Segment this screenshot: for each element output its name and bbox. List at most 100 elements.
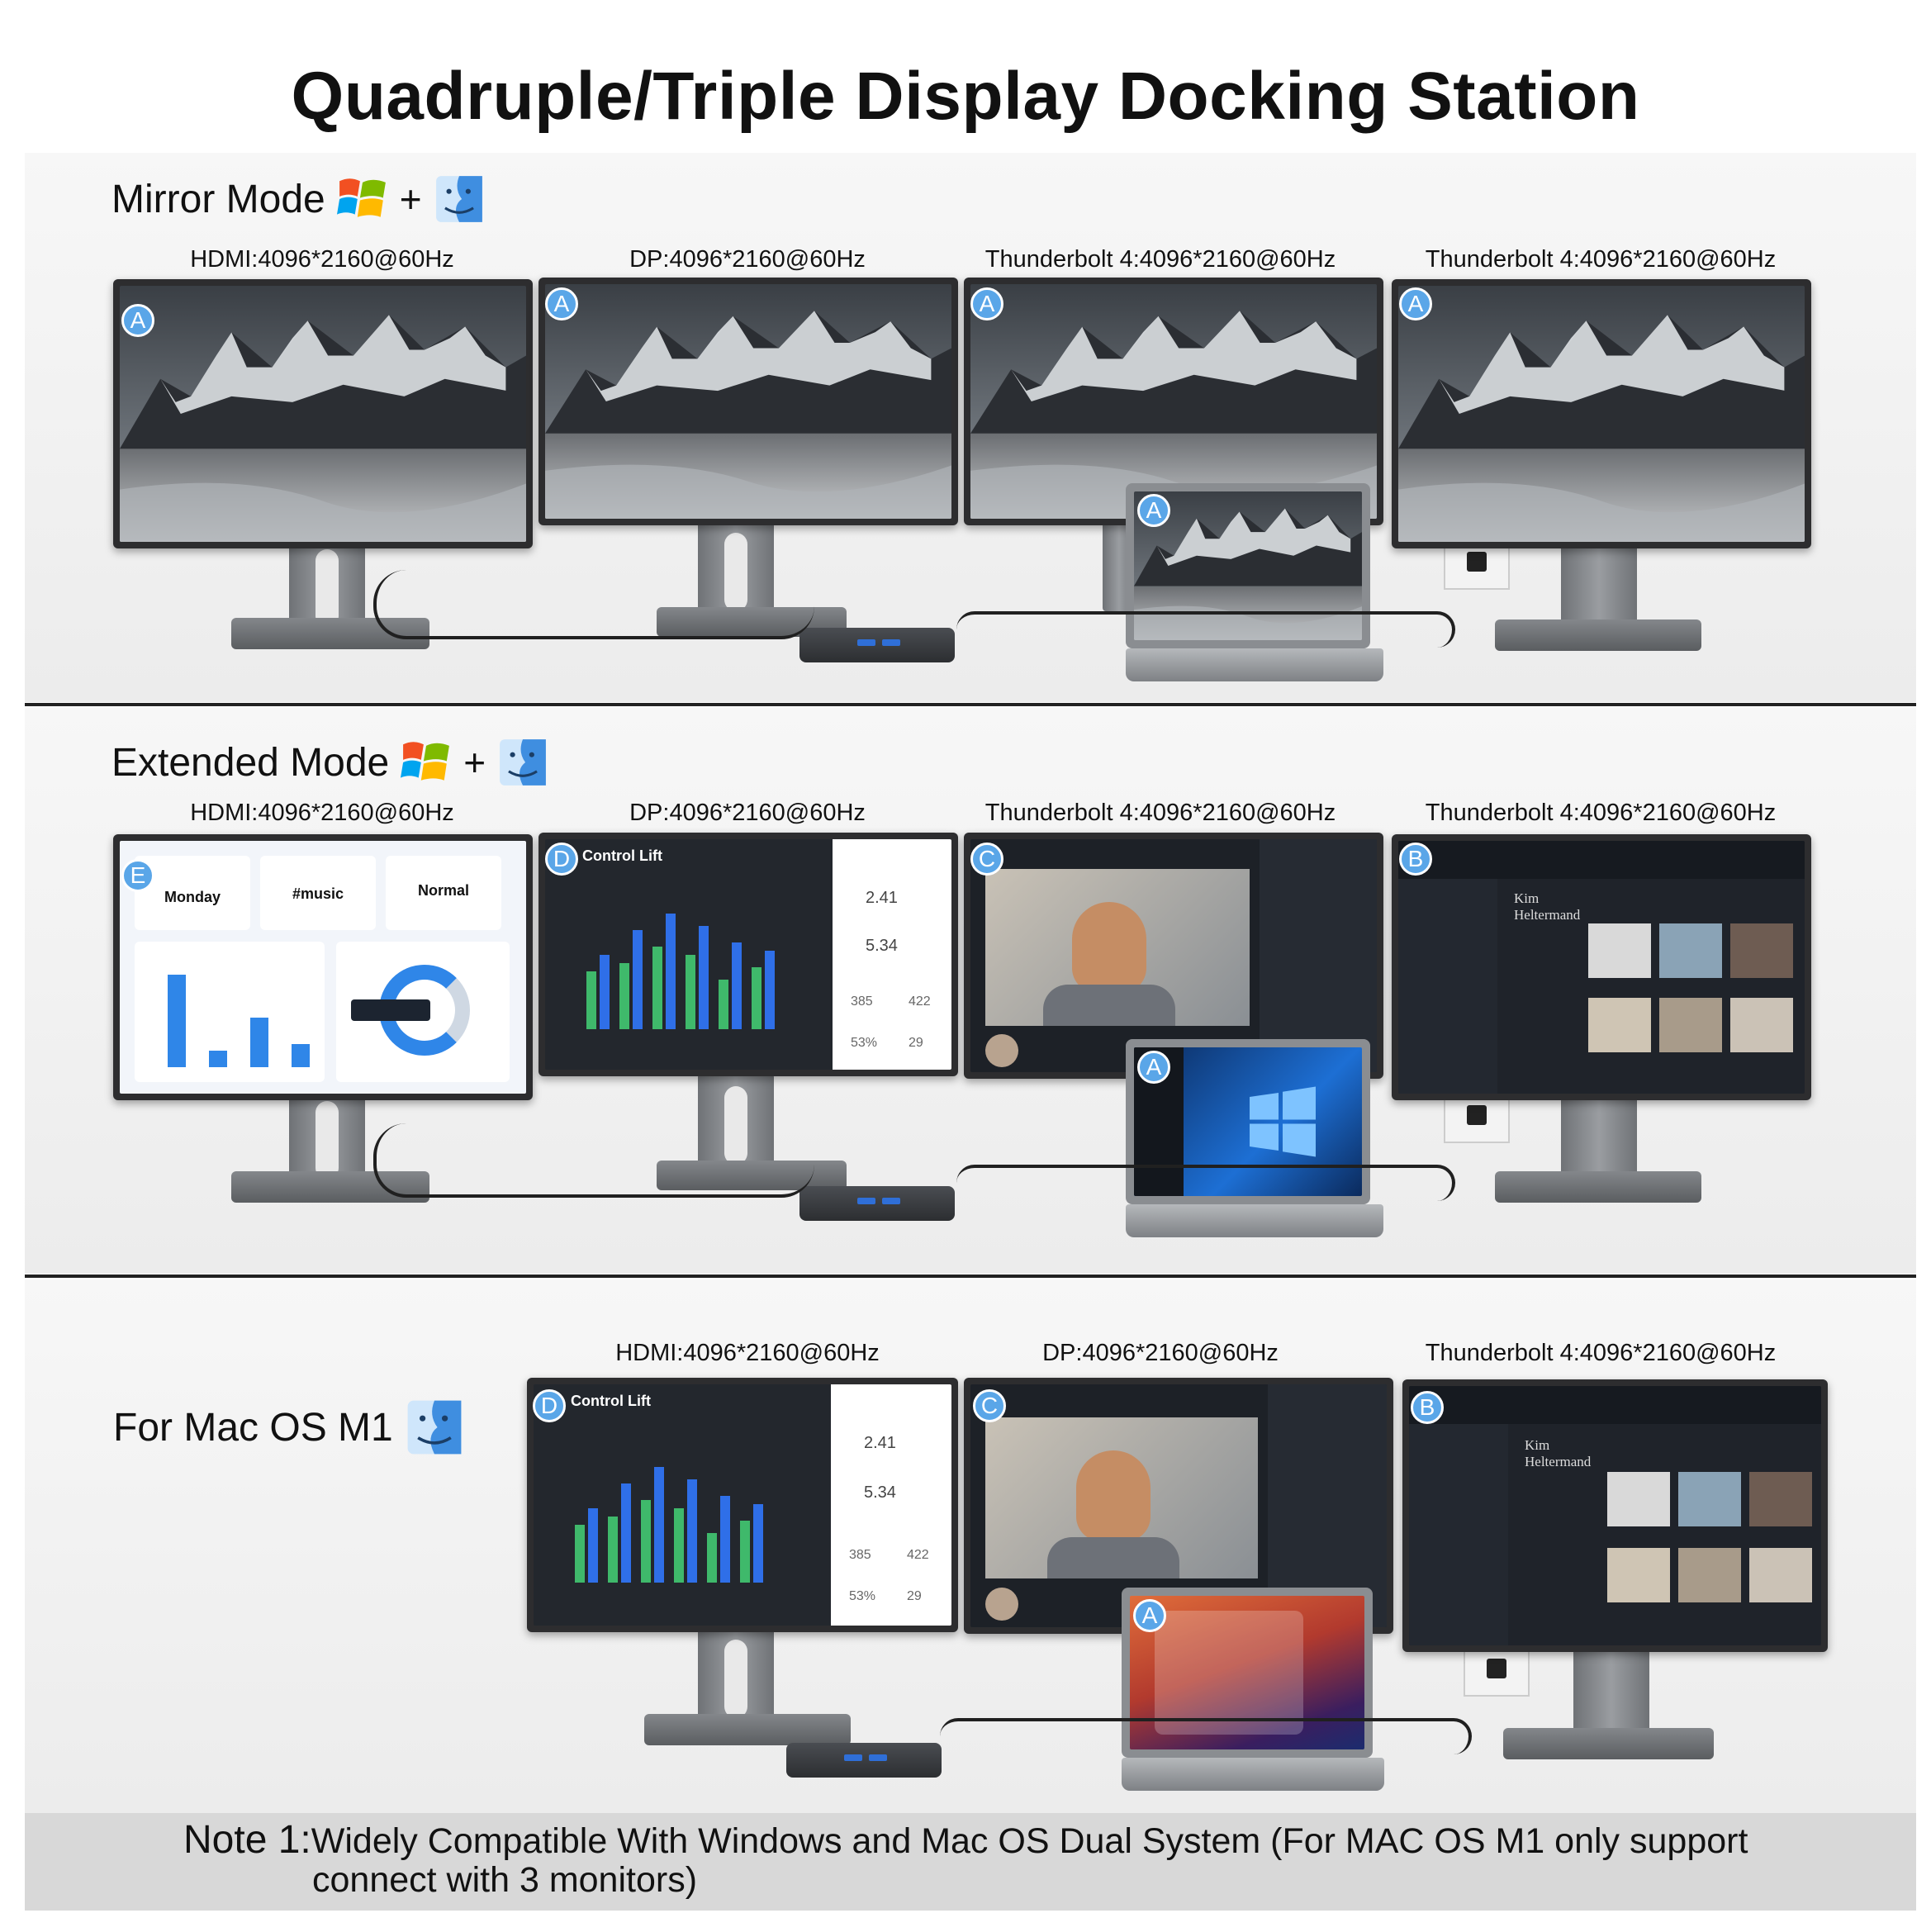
display-badge: B [1399,843,1432,876]
port-label-dp: DP:4096*2160@60Hz [629,246,866,273]
usb-port [857,639,875,646]
photo-thumbnail [1749,1548,1812,1602]
laptop-screen [1122,1588,1373,1758]
monitor-hdmi: Monday #music Normal [113,834,533,1100]
mountain-wallpaper [120,286,526,542]
stat-count: 422 [907,1548,929,1562]
dashboard-card: #music [260,856,376,930]
port-label-thunderbolt-1: Thunderbolt 4:4096*2160@60Hz [984,800,1336,826]
monitor-thunderbolt-2 [1392,279,1811,548]
person-shirt [1047,1537,1179,1578]
chart-bar [168,975,186,1067]
photo-thumbnail [1678,1472,1741,1526]
mac-finder-icon [405,1398,464,1457]
mac-os-label: For Mac OS M1 [113,1405,393,1450]
stat-count: 385 [851,994,873,1009]
photo-thumbnail [1659,923,1722,978]
cable [373,1123,814,1198]
mac-os-heading: For Mac OS M1 [113,1398,464,1457]
photo-thumbnail [1659,998,1722,1052]
tooltip [351,999,430,1021]
cable [956,611,1455,648]
laptop-keyboard [1126,1204,1383,1237]
display-badge: C [970,843,1003,876]
port-label-hdmi: HDMI:4096*2160@60Hz [615,1340,880,1366]
monitor-thunderbolt: Kim Heltermand [1402,1379,1828,1652]
port-label-dp: DP:4096*2160@60Hz [1042,1340,1279,1366]
monitor-dp [538,278,958,525]
windows-logo-icon [1250,1086,1316,1157]
mirror-mode-heading: Mirror Mode + [111,173,485,225]
photo-thumbnail [1607,1472,1670,1526]
port-label-hdmi: HDMI:4096*2160@60Hz [190,246,454,273]
plus-sign: + [463,741,486,784]
display-badge: D [545,843,578,876]
stat-value: 5.34 [866,937,898,955]
stat-count: 385 [849,1548,871,1562]
photo-thumbnail [1678,1548,1741,1602]
extended-mode-label: Extended Mode [111,740,390,785]
stat-value: 5.34 [864,1483,896,1502]
note-line-1: Widely Compatible With Windows and Mac O… [311,1821,1748,1861]
windows-logo-icon [337,173,388,225]
laptop-keyboard [1126,648,1383,681]
stat-count: 422 [909,994,931,1009]
page-title: Quadruple/Triple Display Docking Station [291,59,1640,134]
port-label-thunderbolt-2: Thunderbolt 4:4096*2160@60Hz [1425,800,1777,826]
docking-station [799,1186,955,1221]
cable [373,570,814,639]
person-face [1072,902,1146,993]
mountain-wallpaper [545,284,951,519]
app-title: Control Lift [582,847,662,864]
bar-chart-panel [135,942,325,1082]
usb-port [882,1198,900,1204]
cable [956,1165,1455,1201]
monitor-hdmi: Control Lift 2.41 5.34 385 422 53% 29 [527,1378,958,1632]
photo-thumbnail [1588,998,1651,1052]
stand-base [1495,1171,1701,1203]
avatar [985,1588,1018,1621]
video-feed [985,1417,1258,1578]
display-badge: A [1137,1051,1170,1084]
video-feed [985,869,1250,1026]
power-plug-icon [1467,552,1487,572]
stand-cable-hole [724,533,747,611]
docking-station [799,628,955,662]
stat-count: 53% [851,1036,878,1050]
stand-cable-hole [316,1101,339,1180]
app-toolbar [1398,841,1805,879]
app-title: Control Lift [571,1393,651,1409]
usb-port [844,1754,862,1761]
docking-station [786,1743,942,1778]
photo-thumbnail [1749,1472,1812,1526]
stand-base [644,1714,851,1745]
stand-cable-hole [724,1640,747,1718]
port-label-thunderbolt-2: Thunderbolt 4:4096*2160@60Hz [1425,246,1777,273]
stat-value: 2.41 [864,1434,896,1452]
extended-mode-heading: Extended Mode + [111,737,548,788]
stat-count: 53% [849,1589,876,1603]
bar-chart [586,914,775,1029]
chat-panel [1260,839,1377,1072]
chart-bar [209,1051,227,1067]
app-toolbar [1409,1386,1821,1424]
profile-name: Kim Heltermand [1525,1437,1592,1469]
port-label-thunderbolt: Thunderbolt 4:4096*2160@60Hz [1425,1340,1777,1366]
photo-thumbnail [1588,923,1651,978]
stand-base [1503,1728,1714,1759]
person-shirt [1043,985,1175,1026]
monitor-thunderbolt-1 [964,833,1383,1079]
photo-thumbnail [1730,923,1793,978]
display-badge: A [545,287,578,320]
note-prefix: Note 1: [183,1818,311,1862]
photo-thumbnail [1730,998,1793,1052]
monitor-dp: Control Lift 2.41 5.34 385 422 53% 29 [538,833,958,1076]
mountain-wallpaper [1398,286,1805,542]
donut-chart-panel [336,942,510,1082]
chart-bar [250,1018,268,1067]
sidebar [1398,879,1497,1094]
cable [940,1718,1472,1754]
monitor-stand [1573,1644,1649,1735]
laptop-keyboard [1122,1758,1384,1791]
mac-finder-icon [434,173,485,225]
